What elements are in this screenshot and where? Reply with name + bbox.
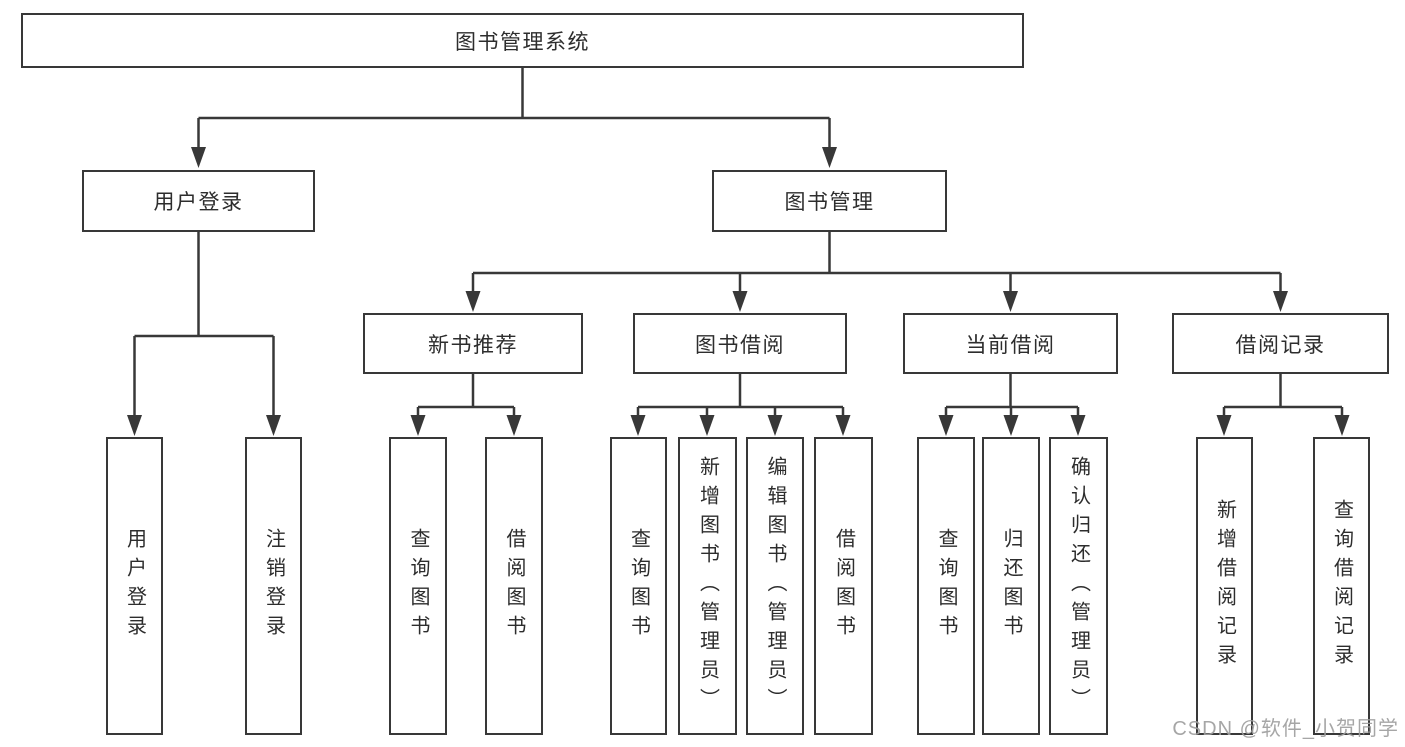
node-label: 用户登录 (153, 191, 244, 214)
node-label: 新书推荐 (428, 333, 518, 357)
arrowhead (127, 415, 142, 436)
node-nbr-borrow-books: 借阅图书 (485, 437, 543, 735)
arrowhead (699, 415, 715, 436)
node-label: 新增借阅记录 (1213, 499, 1236, 673)
node-label: 图书管理 (784, 191, 875, 214)
node-cb-query-books: 查询图书 (917, 437, 975, 735)
node-label: 图书借阅 (695, 333, 785, 357)
arrowhead (732, 291, 748, 312)
node-logout-leaf: 注销登录 (245, 437, 302, 735)
node-bb-borrow-books: 借阅图书 (814, 437, 873, 735)
arrowhead (767, 415, 783, 436)
node-label: 编辑图书（管理员） (764, 455, 786, 717)
connector-borrow-record-children (1222, 374, 1344, 418)
connector-new-book-children (416, 374, 516, 418)
node-bb-query-books: 查询图书 (610, 437, 667, 735)
arrowhead (191, 147, 206, 168)
node-label: 查询图书 (627, 528, 650, 644)
node-label: 查询图书 (407, 528, 429, 644)
node-book-management: 图书管理 (712, 170, 947, 232)
node-label: 新增图书（管理员） (696, 455, 719, 717)
csdn-watermark: CSDN @软件_小贺同学 (1172, 718, 1399, 740)
node-cb-confirm-return-admin: 确认归还（管理员） (1049, 437, 1108, 735)
node-br-query-borrow-record: 查询借阅记录 (1313, 437, 1370, 735)
arrowhead (1334, 415, 1350, 436)
node-bb-edit-books-admin: 编辑图书（管理员） (746, 437, 804, 735)
node-nbr-query-books: 查询图书 (389, 437, 447, 735)
node-label: 图书管理系统 (455, 30, 590, 54)
node-user-login-leaf: 用户登录 (106, 437, 163, 735)
node-label: 查询借阅记录 (1330, 499, 1353, 673)
arrowhead (822, 147, 837, 168)
node-label: 借阅图书 (832, 528, 855, 644)
connector-book-management-children (471, 232, 1282, 294)
node-current-borrowing: 当前借阅 (903, 313, 1118, 374)
node-label: 借阅记录 (1235, 333, 1326, 357)
node-cb-return-books: 归还图书 (982, 437, 1040, 735)
arrowhead (410, 415, 426, 436)
arrowhead (1070, 415, 1086, 436)
node-library-management-system: 图书管理系统 (21, 13, 1024, 68)
arrowhead (630, 415, 646, 436)
connector-book-borrow-children (636, 374, 845, 418)
node-new-book-recommendation: 新书推荐 (363, 313, 583, 374)
arrowheads (127, 147, 1350, 436)
node-user-login: 用户登录 (82, 170, 315, 232)
arrowhead (1273, 291, 1288, 312)
connector-current-borrow-children (944, 374, 1080, 418)
node-label: 注销登录 (262, 528, 285, 644)
node-book-borrowing: 图书借阅 (633, 313, 847, 374)
arrowhead (506, 415, 522, 436)
node-label: 确认归还（管理员） (1067, 455, 1090, 717)
arrowhead (1003, 291, 1018, 312)
node-label: 借阅图书 (503, 528, 525, 644)
node-label: 当前借阅 (965, 333, 1056, 357)
node-borrowing-records: 借阅记录 (1172, 313, 1389, 374)
node-bb-add-books-admin: 新增图书（管理员） (678, 437, 737, 735)
node-label: 查询图书 (935, 528, 957, 644)
arrowhead (1003, 415, 1019, 436)
connector-root-to-level2 (197, 68, 831, 150)
arrowhead (1216, 415, 1232, 436)
arrowhead (465, 291, 481, 312)
node-br-add-borrow-record: 新增借阅记录 (1196, 437, 1253, 735)
arrowhead (835, 415, 851, 436)
node-label: 归还图书 (1000, 528, 1022, 644)
arrowhead (266, 415, 281, 436)
connector-user-login-children (133, 232, 275, 418)
node-label: 用户登录 (123, 528, 146, 644)
arrowhead (938, 415, 954, 436)
